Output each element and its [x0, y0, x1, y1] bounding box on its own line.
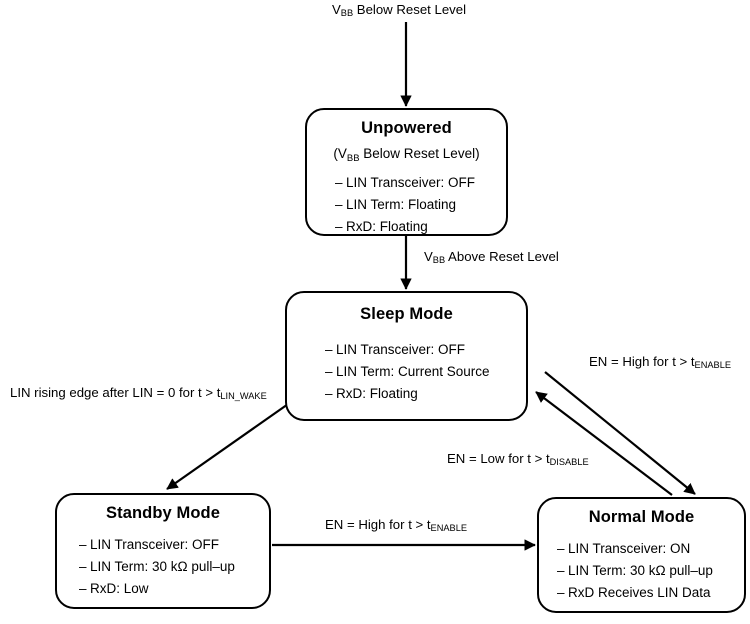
list-item: –LIN Term: Floating — [335, 194, 506, 216]
bullet-dash: – — [79, 537, 87, 552]
list-item: –LIN Transceiver: OFF — [325, 339, 526, 361]
list-item-label: LIN Transceiver: OFF — [336, 342, 466, 357]
subtitle-post: Below Reset Level) — [359, 146, 480, 161]
label-pre: EN = High for t > t — [589, 354, 695, 369]
list-item: –LIN Transceiver: ON — [557, 538, 744, 560]
list-item-label: LIN Term: Floating — [346, 196, 457, 212]
state-items-normal-mode: –LIN Transceiver: ON –LIN Term: 30 kΩ pu… — [557, 538, 744, 604]
state-subtitle-unpowered: (VBB Below Reset Level) — [307, 146, 506, 164]
label-subscript: DISABLE — [549, 457, 589, 468]
state-items-standby-mode: –LIN Transceiver: OFF –LIN Term: 30 kΩ p… — [79, 534, 269, 600]
label-pre: EN = Low for t > t — [447, 451, 550, 466]
bullet-dash: – — [335, 218, 343, 234]
list-item-label: RxD: Floating — [346, 218, 428, 234]
label-subscript: BB — [432, 255, 446, 266]
list-item-label: LIN Term: 30 kΩ pull–up — [90, 558, 235, 574]
state-items-sleep-mode: –LIN Transceiver: OFF –LIN Term: Current… — [325, 339, 526, 405]
bullet-dash: – — [335, 196, 343, 212]
bullet-dash: – — [79, 558, 87, 574]
list-item: –RxD: Floating — [325, 383, 526, 405]
label-subscript: ENABLE — [430, 523, 467, 534]
state-title-standby-mode: Standby Mode — [106, 504, 220, 522]
state-node-standby-mode[interactable]: Standby Mode –LIN Transceiver: OFF –LIN … — [55, 493, 271, 609]
list-item: –RxD: Low — [79, 578, 269, 600]
edge-label-vbb-below-reset: VBB Below Reset Level — [332, 2, 467, 19]
list-item: –LIN Term: 30 kΩ pull–up — [557, 560, 744, 582]
state-items-unpowered: –LIN Transceiver: OFF –LIN Term: Floatin… — [335, 172, 506, 238]
label-pre: EN = High for t > t — [325, 517, 431, 532]
edge-label-lin-wake: LIN rising edge after LIN = 0 for t > tL… — [10, 385, 267, 402]
list-item: –LIN Term: 30 kΩ pull–up — [79, 556, 269, 578]
list-item: –RxD Receives LIN Data — [557, 582, 744, 604]
bullet-dash: – — [325, 363, 333, 379]
edge-label-en-high-to-sleep: EN = High for t > tENABLE — [589, 354, 731, 371]
list-item: –LIN Transceiver: OFF — [79, 534, 269, 556]
edge-label-en-high-standby-to-normal: EN = High for t > tENABLE — [325, 517, 467, 534]
list-item-label: RxD: Low — [90, 580, 149, 596]
bullet-dash: – — [557, 584, 565, 600]
edge-en-high-to-sleep-arrow — [535, 391, 673, 496]
bullet-dash: – — [325, 385, 333, 401]
state-node-sleep-mode[interactable]: Sleep Mode –LIN Transceiver: OFF –LIN Te… — [285, 291, 528, 421]
label-pre: LIN rising edge after LIN = 0 for t > t — [10, 385, 221, 400]
list-item: –LIN Transceiver: OFF — [335, 172, 506, 194]
edge-label-en-low-to-normal: EN = Low for t > tDISABLE — [447, 451, 589, 468]
label-subscript: LIN_WAKE — [220, 391, 267, 402]
subtitle-subscript: BB — [346, 152, 360, 164]
label-pre: V — [424, 249, 433, 264]
label-post: Below Reset Level — [353, 2, 467, 17]
list-item-label: RxD Receives LIN Data — [568, 584, 711, 600]
bullet-dash: – — [79, 580, 87, 596]
edge-en-low-to-normal-arrow — [544, 371, 696, 495]
state-node-normal-mode[interactable]: Normal Mode –LIN Transceiver: ON –LIN Te… — [537, 497, 746, 613]
state-title-normal-mode: Normal Mode — [588, 508, 695, 526]
bullet-dash: – — [335, 175, 343, 190]
label-pre: V — [332, 2, 341, 17]
edge-label-vbb-above-reset: VBB Above Reset Level — [424, 249, 559, 266]
state-title-unpowered: Unpowered — [361, 119, 452, 137]
edge-lin-wake-arrow — [166, 401, 292, 490]
bullet-dash: – — [557, 562, 565, 578]
subtitle-pre: (V — [333, 146, 347, 161]
list-item-label: LIN Term: 30 kΩ pull–up — [568, 562, 713, 578]
label-post: Above Reset Level — [445, 249, 559, 264]
list-item-label: RxD: Floating — [336, 385, 418, 401]
list-item-label: LIN Transceiver: OFF — [90, 537, 220, 552]
state-title-sleep-mode: Sleep Mode — [360, 305, 453, 323]
list-item: –RxD: Floating — [335, 216, 506, 238]
list-item-label: LIN Transceiver: OFF — [346, 175, 476, 190]
label-subscript: ENABLE — [694, 360, 731, 371]
list-item: –LIN Term: Current Source — [325, 361, 526, 383]
list-item-label: LIN Transceiver: ON — [568, 541, 691, 556]
list-item-label: LIN Term: Current Source — [336, 363, 490, 379]
state-node-unpowered[interactable]: Unpowered (VBB Below Reset Level) –LIN T… — [305, 108, 508, 236]
bullet-dash: – — [325, 342, 333, 357]
bullet-dash: – — [557, 541, 565, 556]
label-subscript: BB — [340, 8, 354, 19]
